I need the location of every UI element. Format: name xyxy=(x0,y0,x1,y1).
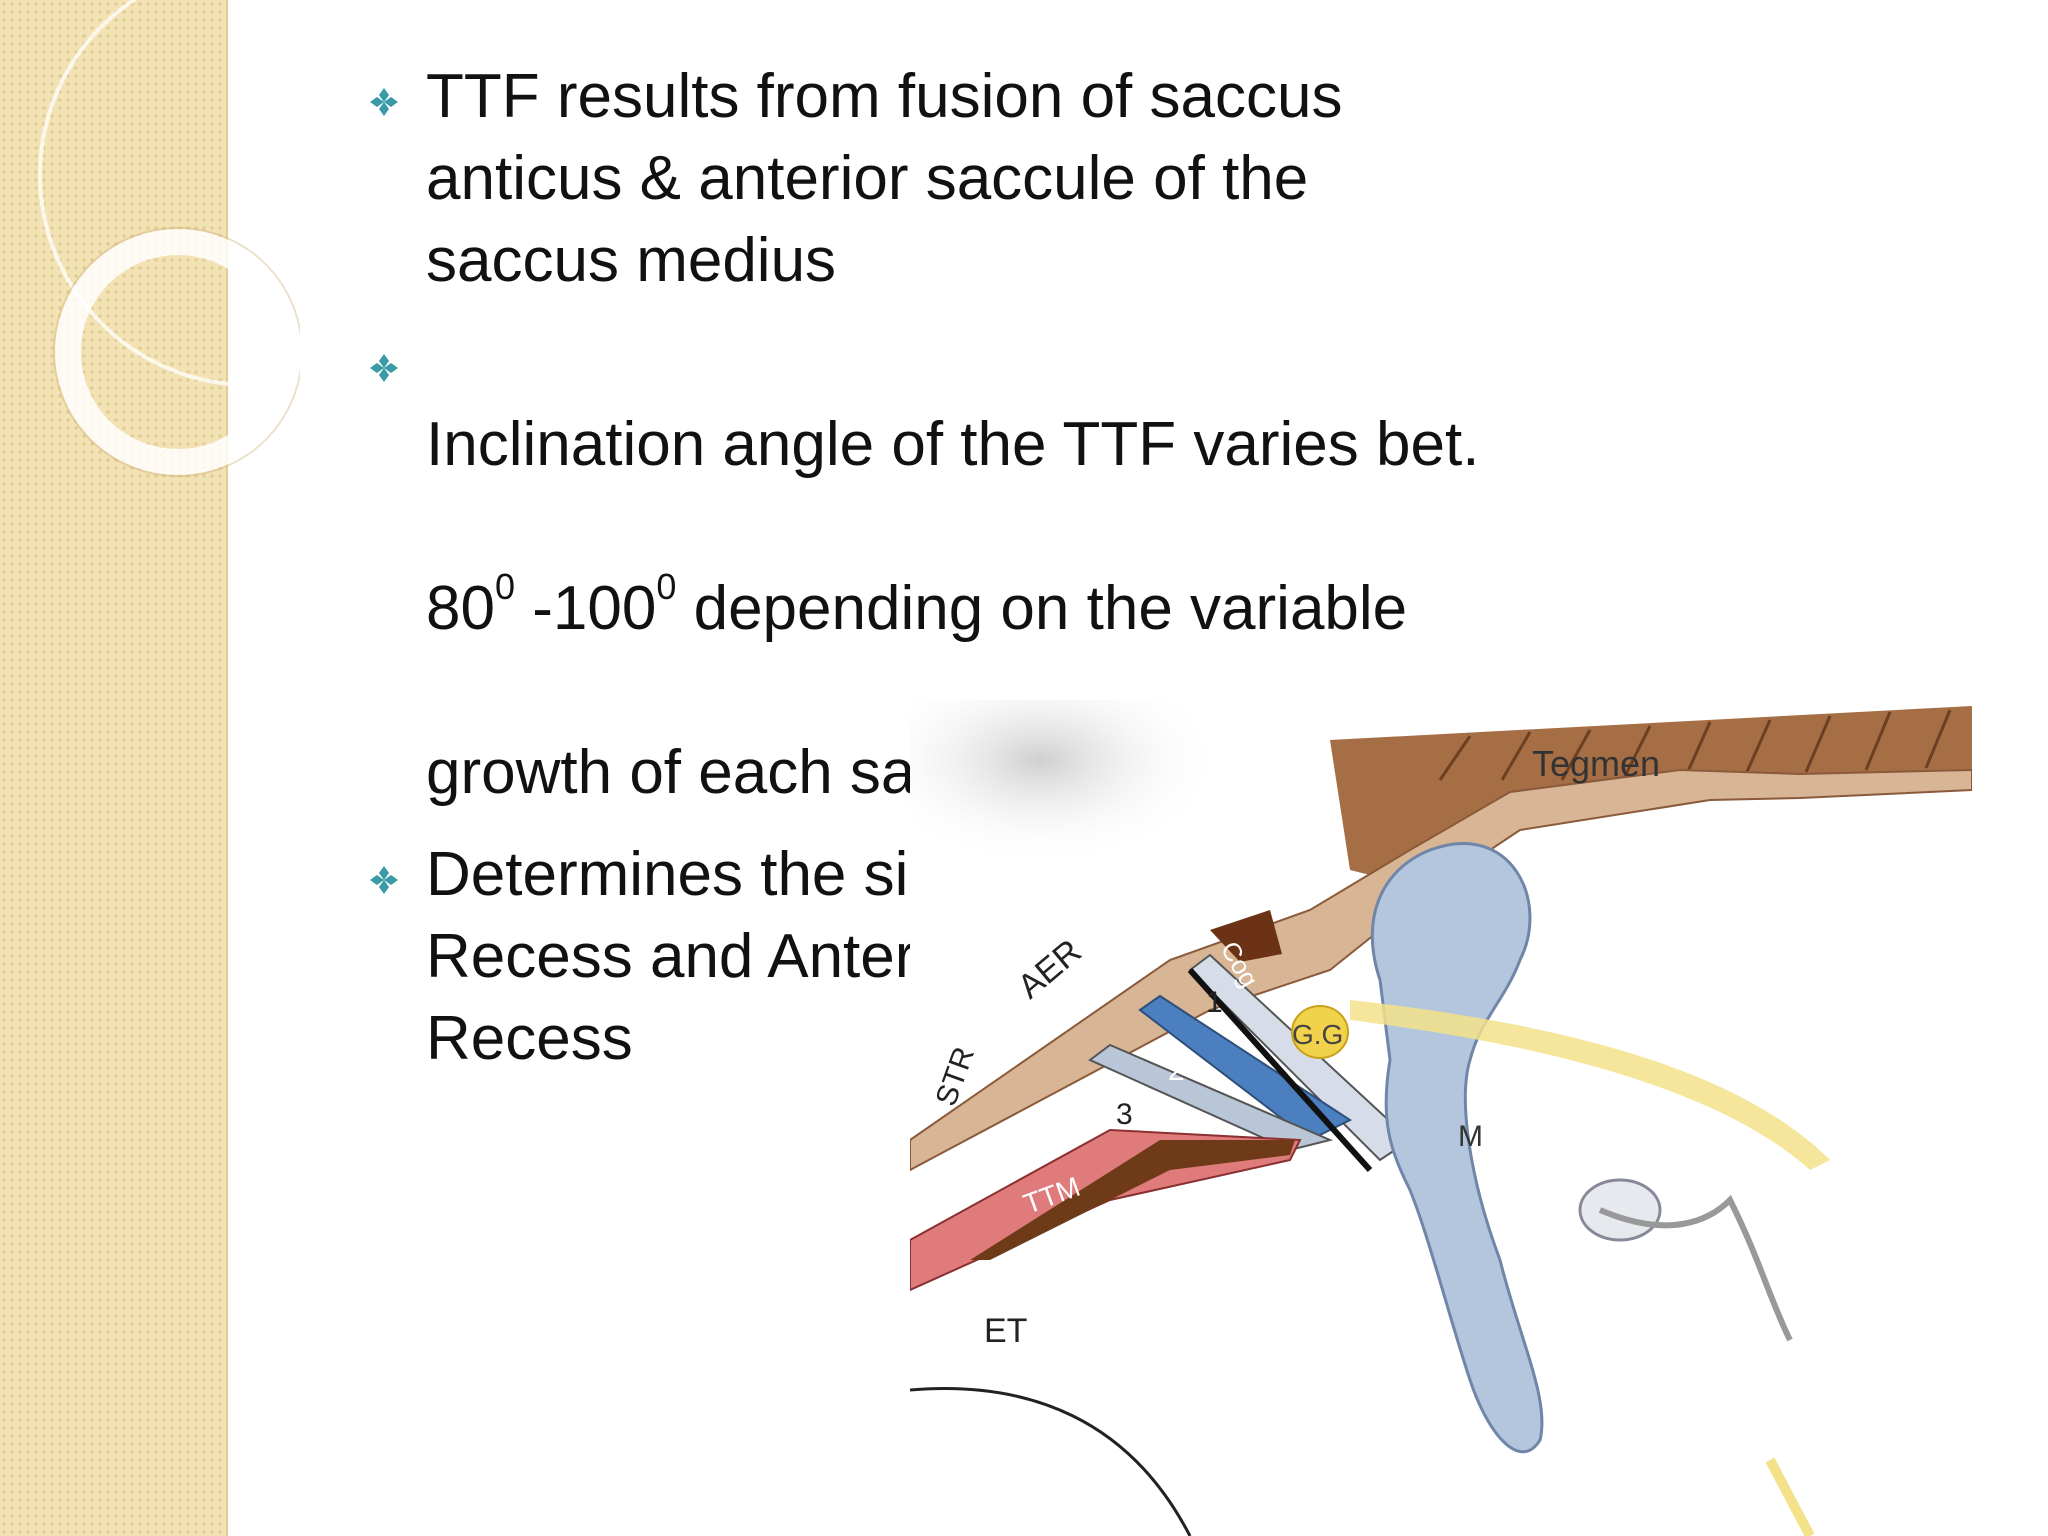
malleus xyxy=(1370,842,1544,1454)
canal-outline xyxy=(910,1387,1192,1536)
ttm-tendon xyxy=(970,1140,1295,1260)
ttf-line xyxy=(1187,967,1373,1173)
bullet-text: Inclination angle of the TTF varies bet.… xyxy=(426,322,1678,814)
degree-superscript: 0 xyxy=(494,566,515,608)
decorative-rings xyxy=(38,0,300,477)
label-gg: G.G xyxy=(1292,1019,1343,1050)
diamond-cluster-icon xyxy=(370,866,398,894)
degree-superscript: 0 xyxy=(656,566,677,608)
fold-3 xyxy=(1088,1043,1334,1152)
bullet-item: TTF results from fusion of saccus anticu… xyxy=(358,56,1678,302)
facial-nerve xyxy=(1350,1000,1830,1170)
stapes-arch xyxy=(1598,1194,1793,1342)
label-fold-1: 1 xyxy=(1206,986,1223,1019)
bullet-line: depending on the variable xyxy=(676,574,1408,643)
stapes-footplate xyxy=(1578,1178,1662,1242)
bullet-line: Inclination angle of the TTF varies bet. xyxy=(426,410,1480,479)
geniculate-ganglion xyxy=(1291,1005,1349,1059)
ttm-muscle xyxy=(910,1128,1302,1292)
bullet-text: TTF results from fusion of saccus anticu… xyxy=(426,62,1343,295)
angle-start: 80 xyxy=(426,574,495,643)
ear-anatomy-diagram: Tegmen AER Cog STR G.G M TTM ET 1 2 3 xyxy=(910,700,1972,1536)
label-tegmen: Tegmen xyxy=(1532,743,1660,784)
diamond-cluster-icon xyxy=(370,354,398,382)
diamond-cluster-icon xyxy=(370,88,398,116)
fold-2 xyxy=(1138,994,1353,1142)
label-fold-3: 3 xyxy=(1116,1098,1133,1131)
label-m: M xyxy=(1458,1120,1483,1153)
nerve-tail xyxy=(1765,1457,1815,1536)
angle-end: -100 xyxy=(515,574,657,643)
tegmen-hatching xyxy=(1438,709,1952,781)
label-fold-2: 2 xyxy=(1168,1054,1185,1087)
label-et: ET xyxy=(984,1312,1027,1350)
bullet-item: Inclination angle of the TTF varies bet.… xyxy=(358,322,1678,814)
anatomy-illustration: Tegmen AER Cog STR G.G M TTM ET 1 2 3 xyxy=(910,700,1972,1536)
cog-structure xyxy=(1210,910,1282,962)
